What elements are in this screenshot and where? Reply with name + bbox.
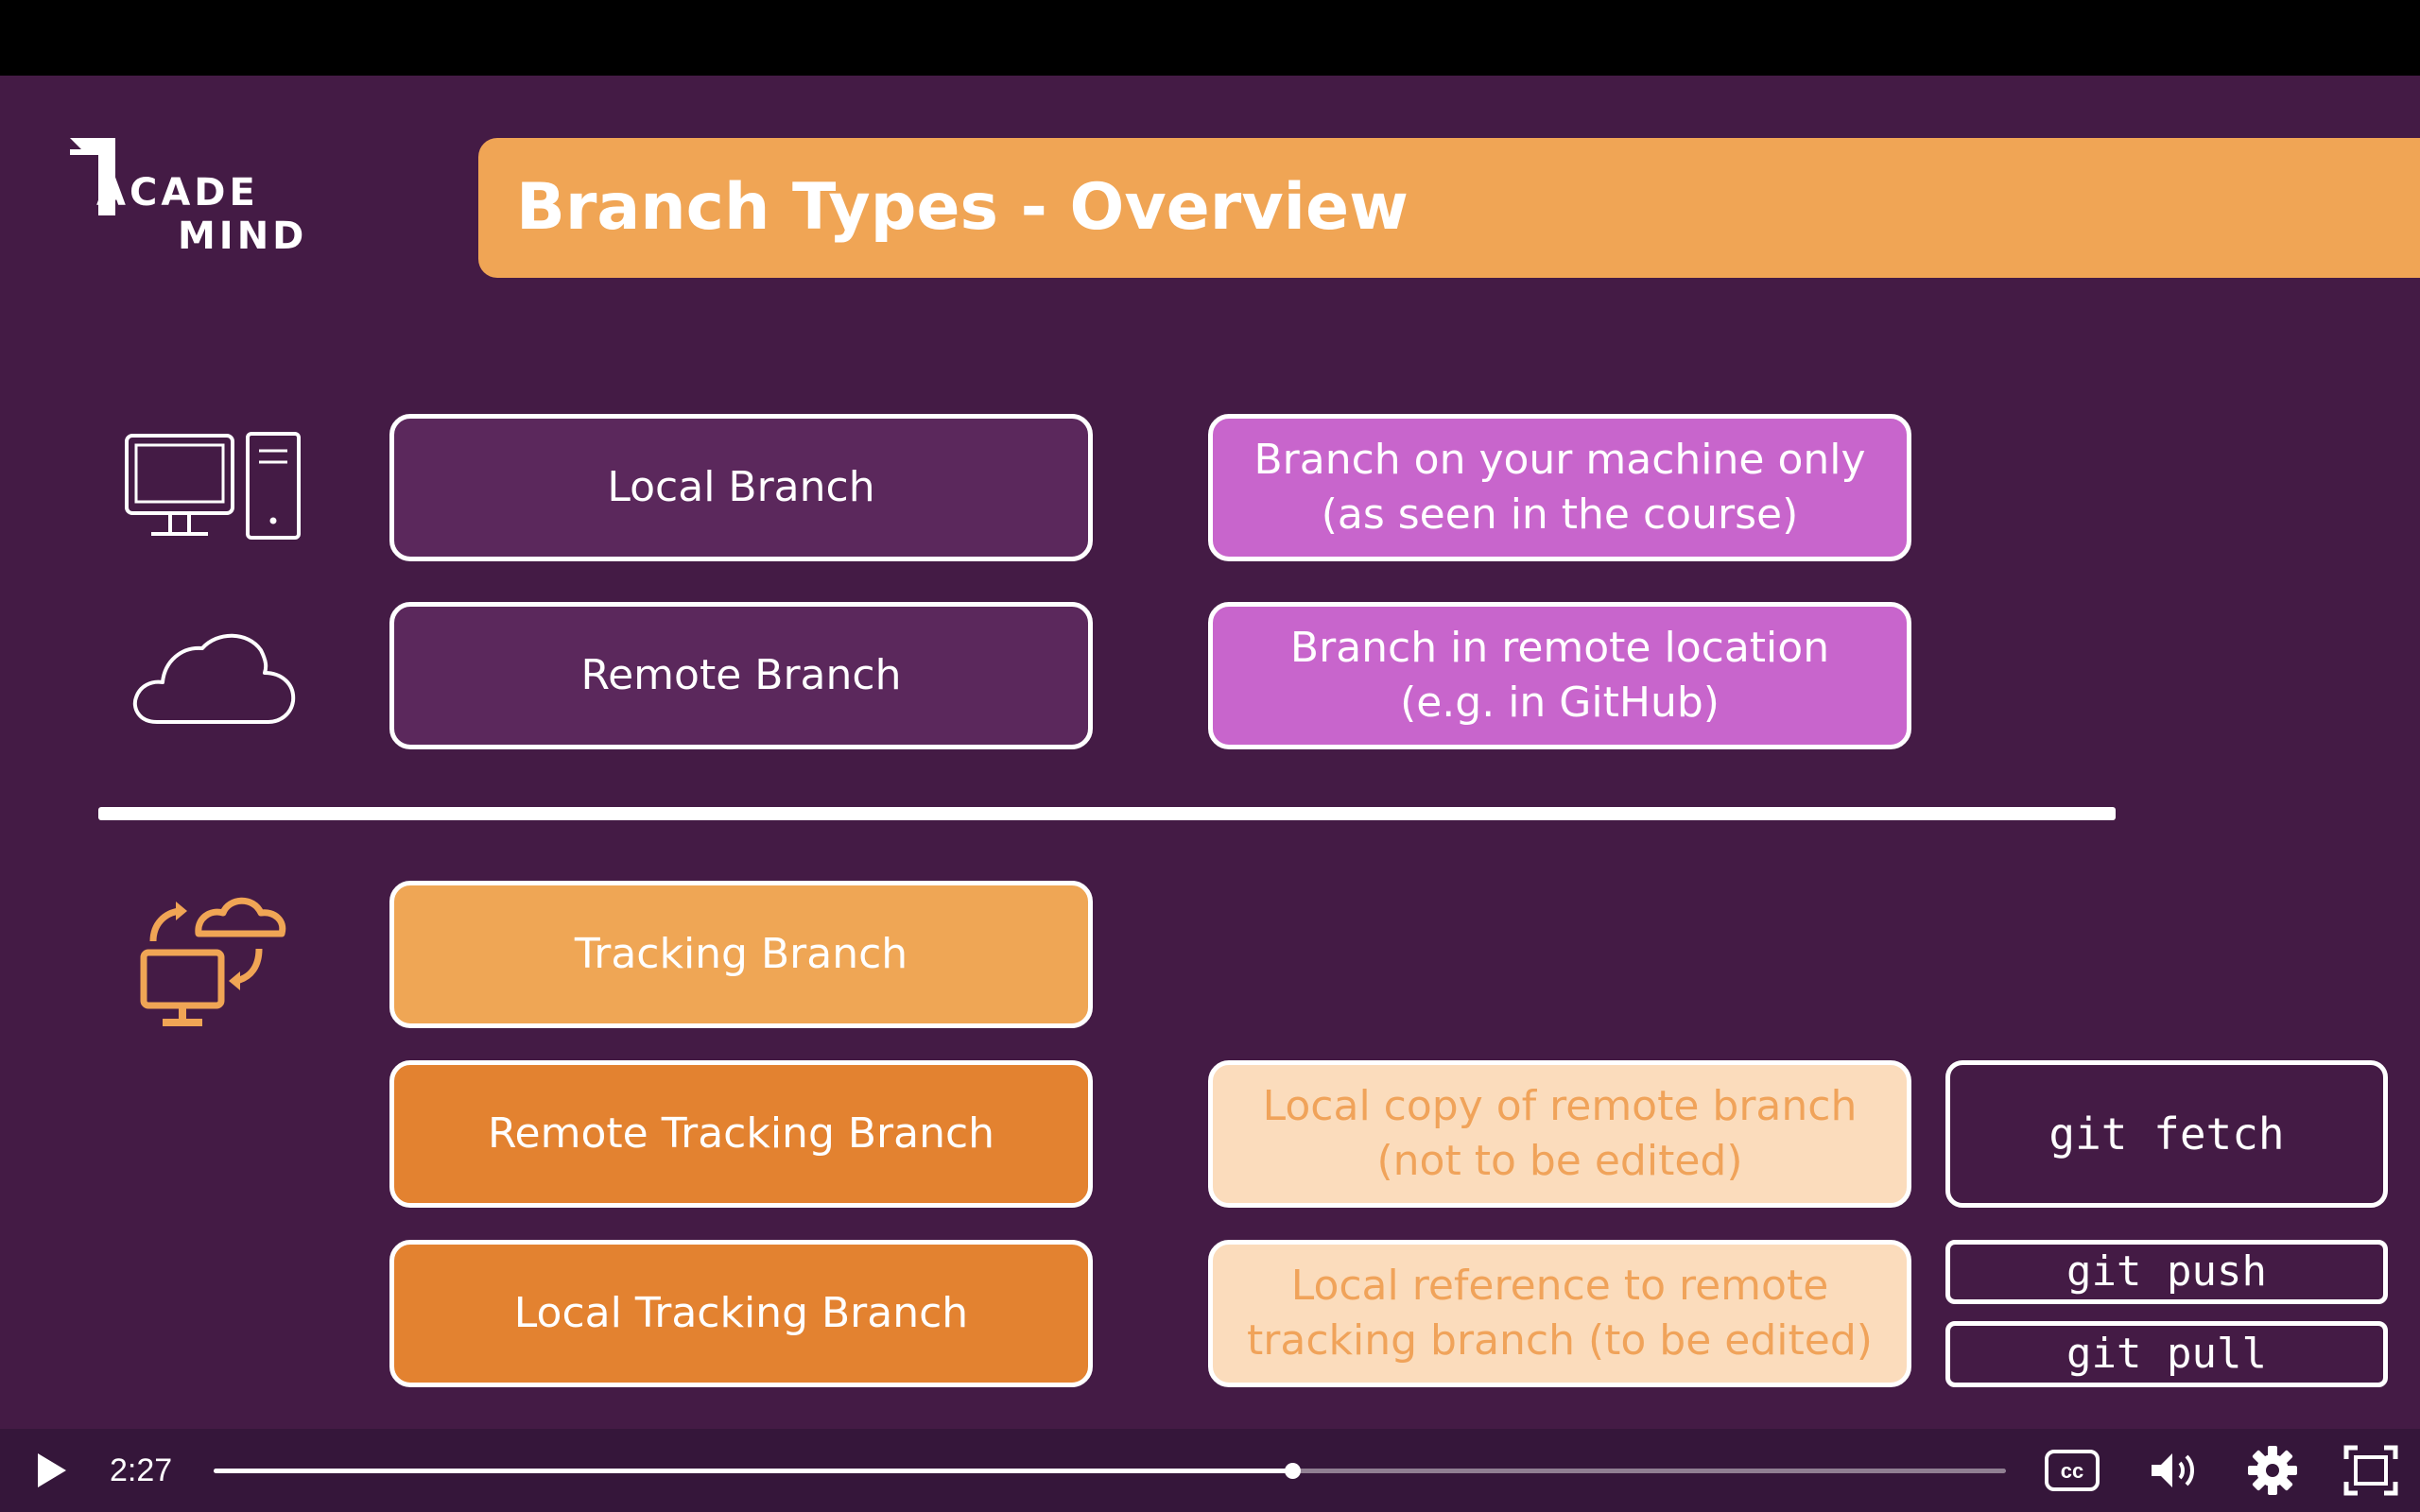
slide-title: Branch Types - Overview	[516, 170, 1409, 245]
local-tracking-branch-box: Local Tracking Branch	[389, 1240, 1093, 1387]
current-time: 2:27	[110, 1452, 173, 1488]
video-frame[interactable]: ACADE MIND Branch Types - Overview Local…	[0, 76, 2420, 1429]
remote-tracking-description-text: Local copy of remote branch (not to be e…	[1262, 1082, 1858, 1185]
local-tracking-description: Local reference to remote tracking branc…	[1208, 1240, 1911, 1387]
logo-line-1: ACADE	[96, 171, 259, 215]
git-fetch-command: git fetch	[1945, 1060, 2388, 1208]
remote-branch-description: Branch in remote location (e.g. in GitHu…	[1208, 602, 1911, 749]
tracking-branch-box: Tracking Branch	[389, 881, 1093, 1028]
academind-logo: ACADE MIND	[64, 132, 310, 265]
git-pull-label: git pull	[2066, 1330, 2267, 1378]
video-controls-bar: 2:27 cc	[0, 1429, 2420, 1512]
svg-text:cc: cc	[2061, 1459, 2083, 1483]
settings-gear-icon[interactable]	[2244, 1442, 2301, 1499]
volume-icon[interactable]	[2146, 1442, 2203, 1499]
play-icon[interactable]	[21, 1442, 78, 1499]
cloud-icon	[129, 624, 299, 728]
local-tracking-branch-label: Local Tracking Branch	[513, 1289, 969, 1337]
remote-tracking-branch-label: Remote Tracking Branch	[487, 1109, 995, 1158]
logo-line-2: MIND	[178, 215, 308, 258]
seek-bar[interactable]	[214, 1463, 2006, 1479]
logo-flag-icon	[70, 138, 115, 215]
git-push-label: git push	[2066, 1247, 2267, 1296]
section-divider	[98, 807, 2116, 820]
seek-bar-progress	[214, 1469, 1293, 1473]
remote-tracking-description: Local copy of remote branch (not to be e…	[1208, 1060, 1911, 1208]
local-tracking-description-text: Local reference to remote tracking branc…	[1247, 1262, 1873, 1365]
fullscreen-icon[interactable]	[2342, 1442, 2399, 1499]
closed-captions-icon[interactable]: cc	[2044, 1442, 2100, 1499]
desktop-computer-icon	[123, 430, 302, 543]
remote-branch-description-text: Branch in remote location (e.g. in GitHu…	[1289, 624, 1830, 727]
git-push-command: git push	[1945, 1240, 2388, 1304]
sync-cloud-computer-icon	[134, 875, 295, 1036]
local-branch-description-text: Branch on your machine only (as seen in …	[1253, 436, 1866, 539]
local-branch-description: Branch on your machine only (as seen in …	[1208, 414, 1911, 561]
git-pull-command: git pull	[1945, 1321, 2388, 1387]
remote-branch-box: Remote Branch	[389, 602, 1093, 749]
local-branch-label: Local Branch	[607, 463, 875, 511]
local-branch-box: Local Branch	[389, 414, 1093, 561]
title-banner: Branch Types - Overview	[478, 138, 2420, 278]
seek-bar-handle[interactable]	[1285, 1463, 1302, 1479]
tracking-branch-label: Tracking Branch	[574, 930, 908, 978]
git-fetch-label: git fetch	[2048, 1108, 2285, 1160]
remote-branch-label: Remote Branch	[580, 651, 902, 699]
remote-tracking-branch-box: Remote Tracking Branch	[389, 1060, 1093, 1208]
